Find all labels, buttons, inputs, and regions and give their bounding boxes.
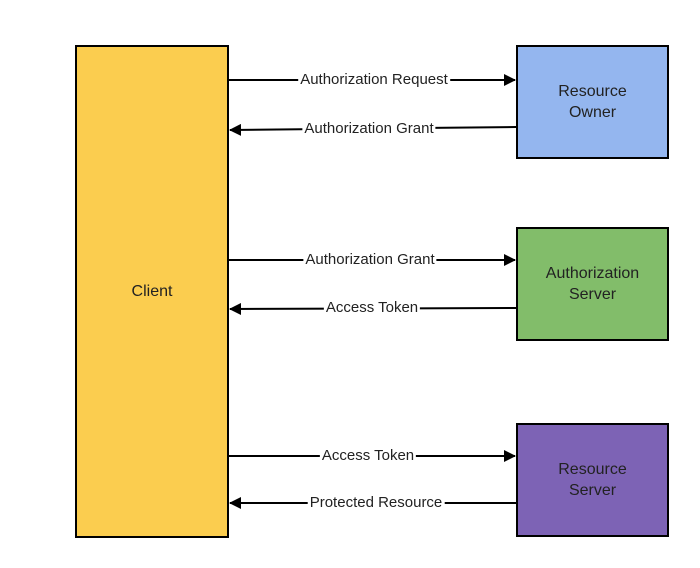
client-node: Client bbox=[75, 45, 229, 538]
resource-owner-node: Resource Owner bbox=[516, 45, 669, 159]
flow-label-access-token-2: Access Token bbox=[319, 447, 417, 465]
flow-label-access-token-1: Access Token bbox=[323, 299, 421, 317]
client-label: Client bbox=[131, 283, 173, 300]
flow-label-authorization-grant-2: Authorization Grant bbox=[303, 251, 437, 269]
resource-owner-label: Resource Owner bbox=[558, 83, 627, 121]
authorization-server-node: Authorization Server bbox=[516, 227, 669, 341]
flow-label-authorization-request: Authorization Request bbox=[298, 71, 450, 89]
resource-server-label: Resource Server bbox=[558, 461, 627, 499]
flow-label-protected-resource: Protected Resource bbox=[307, 494, 445, 512]
authorization-server-label: Authorization Server bbox=[545, 265, 640, 303]
flow-label-authorization-grant-1: Authorization Grant bbox=[302, 120, 436, 138]
resource-server-node: Resource Server bbox=[516, 423, 669, 537]
